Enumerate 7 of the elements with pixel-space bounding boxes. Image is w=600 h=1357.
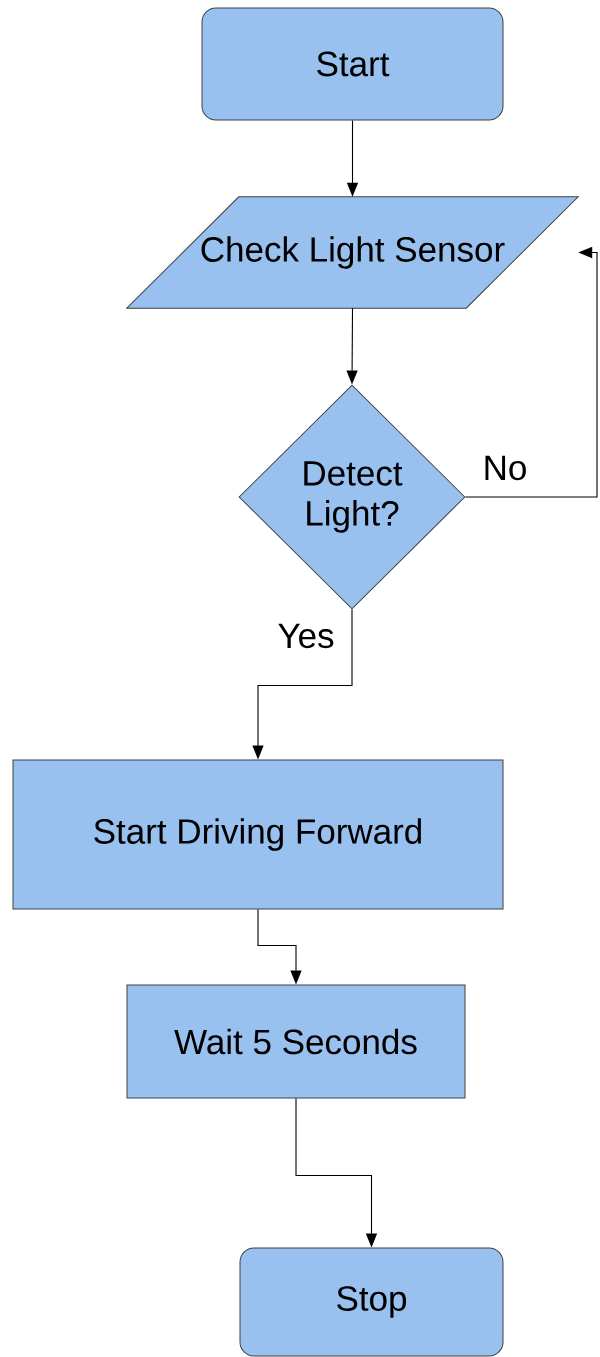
edge-label: Yes (276, 622, 336, 650)
input-parallelogram: Check Light Sensor (126, 196, 579, 309)
terminal-box: Stop (239, 1247, 504, 1357)
edge-label: No (481, 454, 529, 482)
terminal-box: Start (201, 7, 504, 121)
process-box: Start Driving Forward (12, 759, 504, 910)
process-box: Wait 5 Seconds (126, 984, 466, 1099)
